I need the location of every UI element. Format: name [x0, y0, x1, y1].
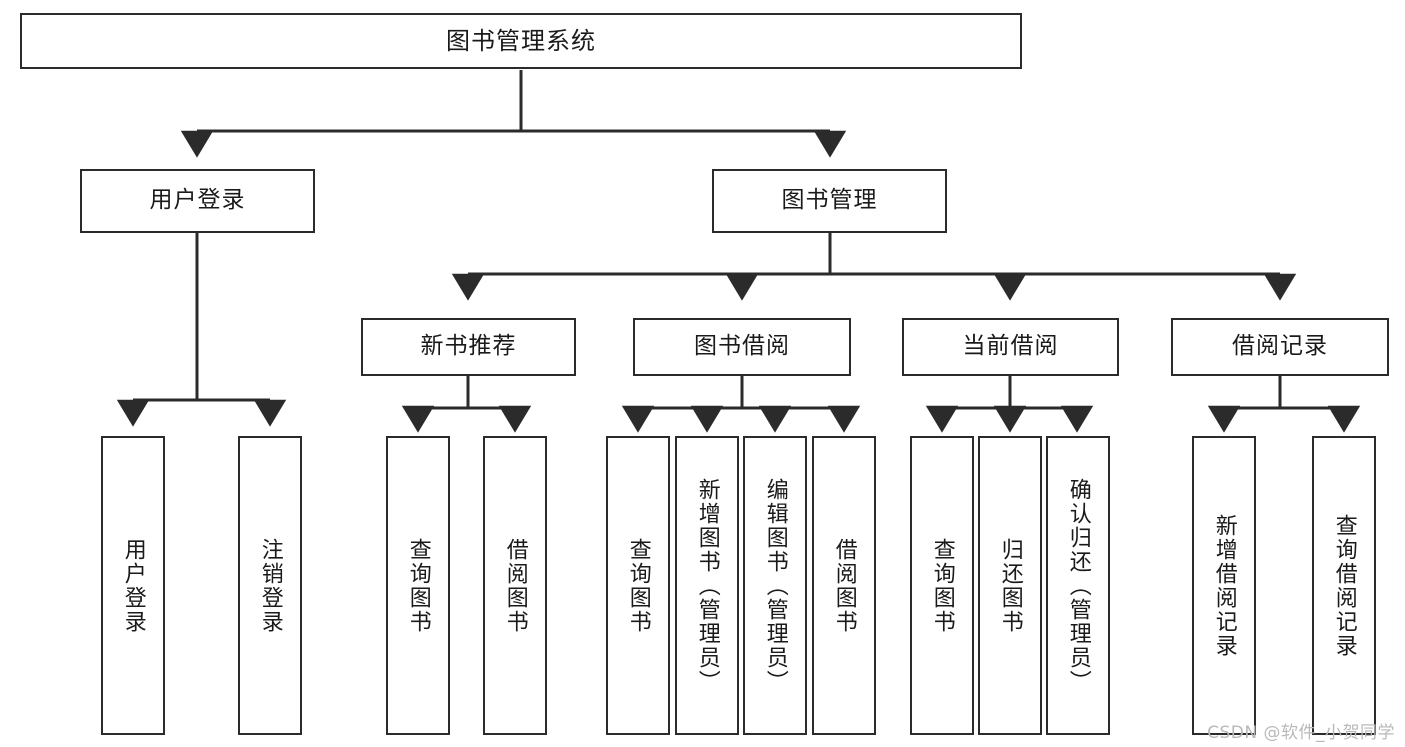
node-leaf-add-borrow-record[interactable]: 新增借阅记录 [1192, 436, 1256, 735]
node-leaf-borrow-query-book-label: 查询图书 [625, 537, 651, 634]
node-book-borrow-label: 图书借阅 [694, 333, 790, 360]
watermark: CSDN @软件_小贺同学 [1207, 723, 1395, 743]
node-borrow-records[interactable]: 借阅记录 [1171, 318, 1389, 376]
node-leaf-borrow-edit-book[interactable]: 编辑图书（管理员） [743, 436, 807, 735]
node-user-login-label: 用户登录 [149, 187, 246, 214]
node-leaf-query-borrow-record[interactable]: 查询借阅记录 [1312, 436, 1376, 735]
node-borrow-records-label: 借阅记录 [1232, 333, 1328, 360]
node-leaf-current-confirm-return-label: 确认归还（管理员） [1065, 477, 1091, 694]
node-leaf-recommend-borrow-book[interactable]: 借阅图书 [483, 436, 547, 735]
node-leaf-borrow-borrow-book[interactable]: 借阅图书 [812, 436, 876, 735]
node-leaf-user-login-label: 用户登录 [120, 537, 146, 634]
node-root[interactable]: 图书管理系统 [20, 13, 1022, 69]
node-leaf-borrow-add-book[interactable]: 新增图书（管理员） [675, 436, 739, 735]
node-leaf-borrow-query-book[interactable]: 查询图书 [606, 436, 670, 735]
node-leaf-user-login[interactable]: 用户登录 [101, 436, 165, 735]
node-book-management-label: 图书管理 [781, 187, 878, 214]
node-leaf-logout[interactable]: 注销登录 [238, 436, 302, 735]
node-leaf-query-borrow-record-label: 查询借阅记录 [1331, 513, 1357, 658]
node-leaf-borrow-edit-book-label: 编辑图书（管理员） [762, 477, 788, 694]
node-leaf-current-return-book-label: 归还图书 [997, 537, 1023, 634]
node-leaf-add-borrow-record-label: 新增借阅记录 [1211, 513, 1237, 658]
node-user-login[interactable]: 用户登录 [80, 169, 315, 233]
node-new-book-recommend[interactable]: 新书推荐 [361, 318, 576, 376]
node-book-management[interactable]: 图书管理 [712, 169, 947, 233]
node-leaf-recommend-query-book[interactable]: 查询图书 [386, 436, 450, 735]
node-current-borrow-label: 当前借阅 [962, 333, 1059, 360]
node-leaf-current-query-book[interactable]: 查询图书 [910, 436, 974, 735]
node-current-borrow[interactable]: 当前借阅 [902, 318, 1119, 376]
node-leaf-current-return-book[interactable]: 归还图书 [978, 436, 1042, 735]
node-leaf-current-query-book-label: 查询图书 [929, 537, 955, 634]
node-leaf-recommend-query-book-label: 查询图书 [405, 537, 431, 634]
node-new-book-recommend-label: 新书推荐 [420, 333, 517, 360]
node-leaf-borrow-add-book-label: 新增图书（管理员） [694, 477, 720, 694]
node-leaf-current-confirm-return[interactable]: 确认归还（管理员） [1046, 436, 1110, 735]
node-book-borrow[interactable]: 图书借阅 [633, 318, 851, 376]
node-leaf-borrow-borrow-book-label: 借阅图书 [831, 537, 857, 634]
node-leaf-recommend-borrow-book-label: 借阅图书 [502, 537, 528, 634]
node-root-label: 图书管理系统 [446, 26, 596, 55]
node-leaf-logout-label: 注销登录 [257, 537, 283, 634]
